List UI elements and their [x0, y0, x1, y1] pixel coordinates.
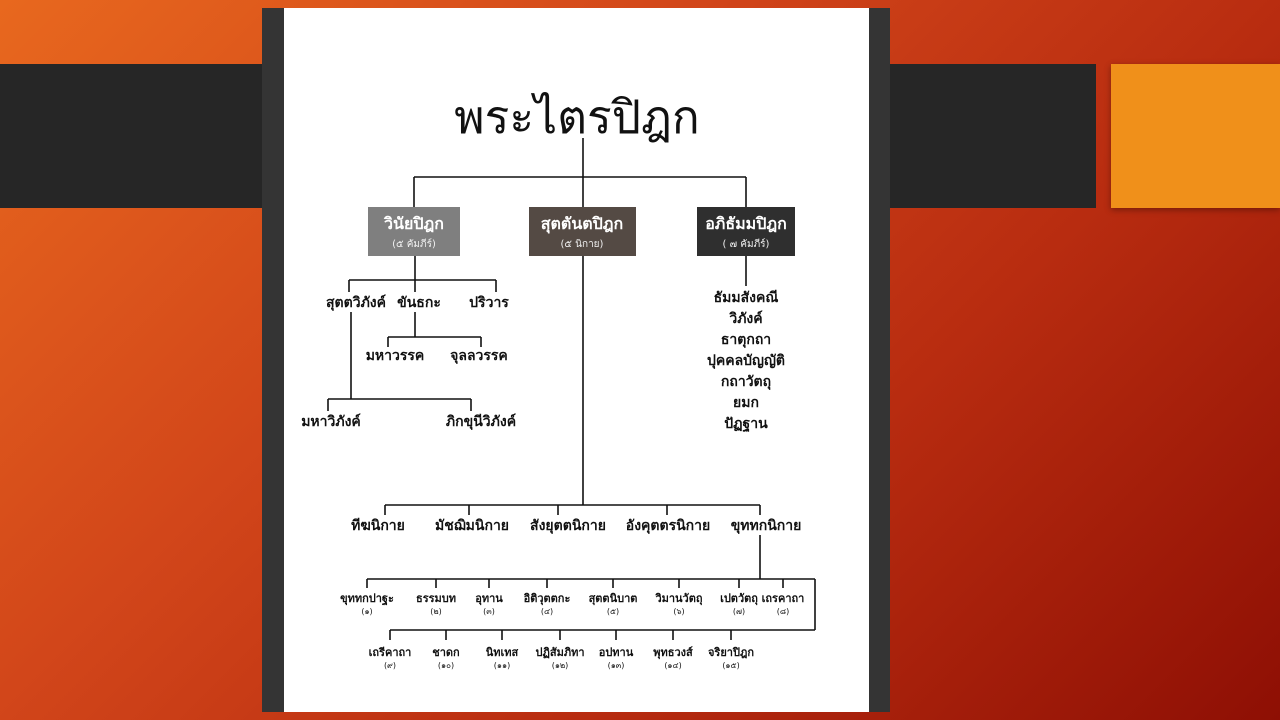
dark-band-right — [890, 64, 1096, 208]
khuddaka-book-number: (๑๐) — [438, 661, 454, 670]
khuddaka-book-number: (๕) — [607, 607, 619, 616]
khuddaka-book-number: (๑๓) — [608, 661, 625, 670]
abhidhamma-item: กถาวัตถุ — [721, 374, 771, 390]
dark-band-left — [0, 64, 262, 208]
vinaya-bhikkhunivibhanga: ภิกขุนีวิภังค์ — [446, 413, 516, 430]
khuddaka-book-name: อปทาน — [599, 646, 634, 659]
khuddaka-book-number: (๖) — [673, 607, 684, 616]
pitaka-vinaya: วินัยปิฎก (๕ คัมภีร์) — [368, 207, 460, 256]
khuddaka-book-name: ธรรมบท — [416, 592, 456, 605]
connector-lines — [327, 138, 816, 640]
pitaka-vinaya-box — [368, 207, 460, 256]
vinaya-suttavibhanga: สุตตวิภังค์ — [326, 294, 386, 311]
abhidhamma-item: ธัมมสังคณี — [714, 290, 779, 306]
khuddaka-book-number: (๒) — [430, 607, 442, 616]
khuddaka-book-number: (๗) — [733, 607, 745, 616]
khuddaka-book-name: อุทาน — [475, 592, 503, 606]
khuddaka-row-2: เถรีคาถา (๙) ชาดก (๑๐) นิทเทส (๑๑) ปฏิสัมภิทา (… — [369, 646, 755, 670]
pitaka-abhidhamma-label: อภิธัมมปิฎก — [705, 214, 787, 233]
pitaka-vinaya-label: วินัยปิฎก — [383, 214, 444, 233]
khuddaka-book-number: (๑๕) — [722, 661, 739, 670]
khuddaka-book-number: (๙) — [384, 661, 396, 670]
abhidhamma-item: ยมก — [733, 395, 759, 411]
khuddaka-book-number: (๔) — [541, 607, 553, 616]
khuddaka-book-number: (๑๑) — [494, 661, 510, 670]
pitaka-suttanta-box — [529, 207, 636, 256]
abhidhamma-item: วิภังค์ — [728, 310, 762, 327]
nikaya-item: อังคุตตรนิกาย — [626, 518, 710, 534]
khuddaka-book-name: เถรีคาถา — [369, 646, 412, 659]
abhidhamma-item: ธาตุกถา — [721, 332, 771, 348]
pitaka-vinaya-sub: (๕ คัมภีร์) — [392, 238, 436, 250]
pitaka-abhidhamma: อภิธัมมปิฎก ( ๗ คัมภีร์) — [697, 207, 795, 256]
vinaya-khandhaka: ขันธกะ — [397, 295, 441, 311]
diagram-title: พระไตรปิฎก — [454, 90, 699, 144]
pitaka-suttanta-label: สุตตันตปิฎก — [541, 214, 623, 234]
vinaya-parivara: ปริวาร — [469, 295, 509, 311]
khuddaka-book-name: ปฏิสัมภิทา — [535, 646, 584, 659]
pitaka-abhidhamma-sub: ( ๗ คัมภีร์) — [723, 238, 770, 250]
khuddaka-book-name: เถรคาถา — [762, 592, 805, 605]
khuddaka-book-name: วิมานวัตถุ — [655, 592, 703, 606]
khuddaka-book-name: อิติวุตตกะ — [523, 592, 570, 606]
nikaya-item: มัชฌิมนิกาย — [435, 518, 509, 534]
khuddaka-book-number: (๘) — [777, 607, 789, 616]
khuddaka-book-name: เปตวัตถุ — [720, 592, 758, 606]
diagram-paper — [284, 8, 869, 712]
pitaka-suttanta: สุตตันตปิฎก (๕ นิกาย) — [529, 207, 636, 256]
khuddaka-book-number: (๑๒) — [552, 661, 569, 670]
abhidhamma-item: ปัฏฐาน — [724, 416, 768, 433]
khuddaka-book-name: ขุททกปาฐะ — [340, 592, 394, 606]
nikaya-item: ขุททกนิกาย — [731, 518, 802, 534]
khuddaka-book-name: จริยาปิฎก — [708, 646, 754, 659]
vinaya-mahavagga: มหาวรรค — [366, 348, 425, 364]
khuddaka-book-number: (๑๔) — [664, 661, 681, 670]
vinaya-mahavibhanga: มหาวิภังค์ — [301, 413, 361, 430]
vinaya-texts: สุตตวิภังค์ ขันธกะ ปริวาร มหาวรรค จุลลวร… — [301, 294, 516, 430]
khuddaka-book-name: ชาดก — [432, 646, 460, 659]
khuddaka-book-number: (๑) — [361, 607, 372, 616]
pitaka-suttanta-sub: (๕ นิกาย) — [561, 239, 604, 250]
accent-square — [1111, 64, 1280, 208]
khuddaka-book-name: สุตตนิบาต — [589, 592, 638, 606]
khuddaka-book-name: นิทเทส — [486, 646, 519, 659]
abhidhamma-item: ปุคคลบัญญัติ — [707, 353, 785, 369]
khuddaka-book-number: (๓) — [483, 607, 495, 616]
vinaya-culavagga: จุลลวรรค — [450, 348, 508, 364]
nikaya-item: สังยุตตนิกาย — [530, 518, 606, 534]
pitaka-abhidhamma-box — [697, 207, 795, 256]
nikaya-row: ทีฆนิกาย มัชฌิมนิกาย สังยุตตนิกาย อังคุตตรน… — [351, 518, 801, 534]
khuddaka-row-1: ขุททกปาฐะ(๑)ธรรมบท(๒)อุทาน(๓)อิติวุตตกะ(… — [340, 592, 804, 616]
abhidhamma-list: ธัมมสังคณีวิภังค์ธาตุกถาปุคคลบัญญัติกถาว… — [707, 290, 785, 433]
nikaya-item: ทีฆนิกาย — [351, 518, 405, 534]
khuddaka-book-name: พุทธวงส์ — [653, 646, 693, 660]
